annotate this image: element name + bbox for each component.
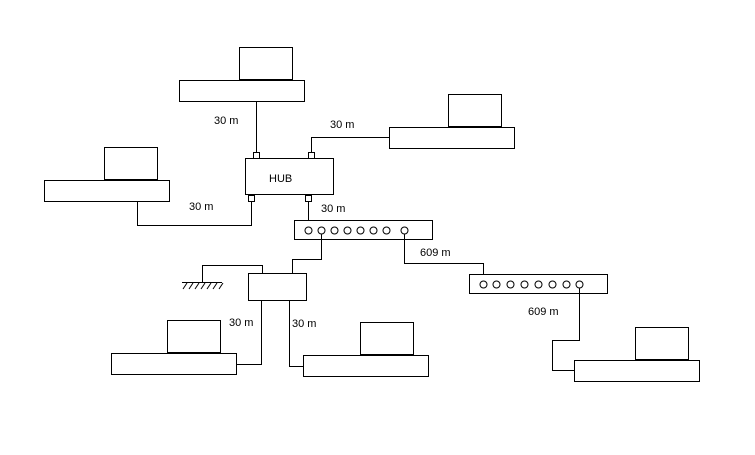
- monitor: [104, 147, 158, 180]
- workstation-top: [179, 47, 305, 102]
- base-unit: [179, 80, 305, 102]
- workstation-bottom-left: [111, 320, 237, 375]
- cable-length-label: 30 m: [292, 318, 316, 330]
- repeater-port: [356, 226, 365, 235]
- hub-port: [305, 195, 312, 202]
- repeater-port: [562, 280, 571, 289]
- cable-length-label: 609 m: [528, 306, 559, 318]
- monitor: [239, 47, 293, 80]
- monitor: [167, 320, 221, 353]
- base-unit: [389, 127, 515, 149]
- repeater-port: [400, 226, 409, 235]
- base-unit: [111, 353, 237, 375]
- workstation-bottom-right: [574, 327, 700, 382]
- lower-hub-box: [248, 273, 307, 301]
- cable-repeater-to-bottom-right: [552, 288, 580, 371]
- workstation-left: [44, 147, 170, 202]
- cable-lower-hub-to-bottom-middle: [289, 300, 304, 367]
- cable-length-label: 30 m: [214, 115, 238, 127]
- monitor: [448, 94, 502, 127]
- cable-lower-hub-to-bottom-left: [236, 300, 262, 365]
- hub-port: [248, 195, 255, 202]
- repeater-port: [548, 280, 557, 289]
- lower-hub: [248, 273, 307, 301]
- base-unit: [574, 360, 700, 382]
- repeater-port: [575, 280, 584, 289]
- repeater-port: [343, 226, 352, 235]
- base-unit: [303, 355, 429, 377]
- base-unit: [44, 180, 170, 202]
- hub-label: HUB: [269, 173, 292, 185]
- repeater-2: [469, 274, 608, 294]
- hub-port: [308, 152, 315, 159]
- repeater-port: [506, 280, 515, 289]
- repeater-port: [317, 226, 326, 235]
- cable-left-to-hub: [137, 201, 252, 226]
- repeater-port: [520, 280, 529, 289]
- cable-length-label: 30 m: [321, 203, 345, 215]
- hub-box: [245, 158, 334, 195]
- cable-length-label: 30 m: [229, 317, 253, 329]
- ground-wire: [202, 265, 263, 283]
- cable-repeater-to-lower-hub: [292, 234, 322, 274]
- repeater-port: [369, 226, 378, 235]
- cable-length-label: 30 m: [330, 119, 354, 131]
- repeater-port: [382, 226, 391, 235]
- cable-repeater-to-repeater: [404, 234, 484, 282]
- repeater-1: [294, 220, 433, 240]
- repeater-port: [479, 280, 488, 289]
- repeater-port: [492, 280, 501, 289]
- ground-symbol: [182, 265, 263, 290]
- repeater-port: [534, 280, 543, 289]
- monitor: [635, 327, 689, 360]
- workstation-bottom-middle: [303, 322, 429, 377]
- workstation-top-right: [389, 94, 515, 149]
- cable-length-label: 30 m: [189, 201, 213, 213]
- cable-length-label: 609 m: [420, 247, 451, 259]
- repeater-port: [330, 226, 339, 235]
- hub-port: [253, 152, 260, 159]
- hub: HUB: [245, 152, 334, 202]
- monitor: [360, 322, 414, 355]
- cable-hub-to-top-right: [311, 137, 390, 153]
- repeater-port: [304, 226, 313, 235]
